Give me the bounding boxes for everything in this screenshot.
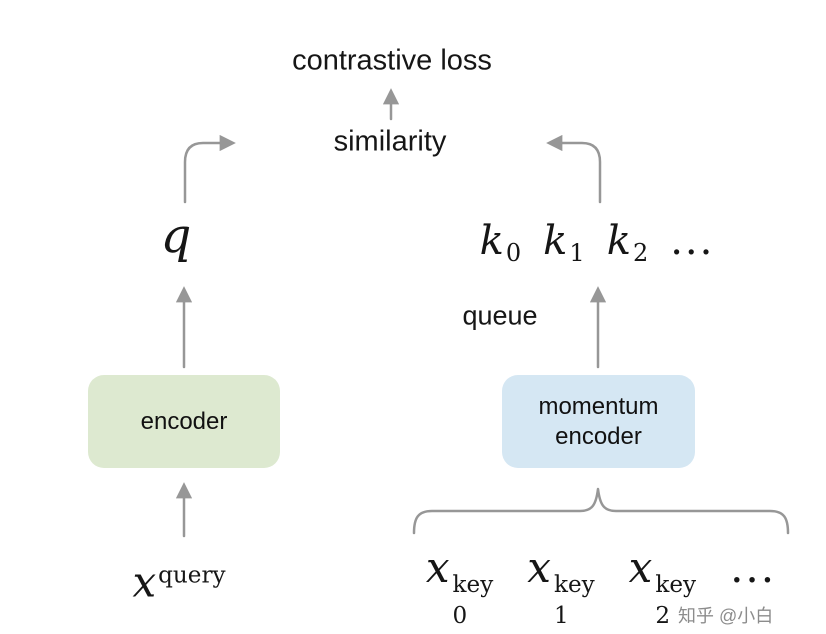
xkeys-brace bbox=[412, 487, 790, 535]
encoder-label: encoder bbox=[140, 407, 228, 435]
x-query-superscript: query bbox=[158, 562, 226, 589]
x-key-2-subscript: 2 bbox=[655, 603, 671, 630]
key-k1: k1 bbox=[543, 218, 585, 267]
momentum-encoder-box: momentum encoder bbox=[502, 375, 695, 468]
x-key-2-superscript: key bbox=[655, 572, 697, 599]
momentum-encoder-label-line2: encoder bbox=[555, 422, 642, 450]
x-key-0-base: x bbox=[425, 543, 450, 593]
x-keys-ellipsis: ... bbox=[730, 543, 777, 593]
q-variable: q bbox=[160, 208, 192, 264]
k1-subscript: 1 bbox=[569, 238, 585, 267]
keys-ellipsis: ... bbox=[670, 218, 715, 264]
x-key-0-subscript: 0 bbox=[452, 603, 468, 630]
contrastive-loss-label: contrastive loss bbox=[292, 44, 492, 77]
key-k0: k0 bbox=[479, 218, 522, 267]
key-k2: k2 bbox=[606, 218, 649, 267]
momentum-encoder-label-line1: momentum bbox=[538, 392, 659, 420]
x-query-base: x bbox=[132, 557, 157, 607]
keys-to-similarity-arrow bbox=[546, 134, 602, 204]
x-query-term: xquery bbox=[132, 558, 225, 607]
x-key-1-subscript: 1 bbox=[553, 603, 569, 630]
k2-subscript: 2 bbox=[632, 238, 649, 267]
k0-subscript: 0 bbox=[505, 238, 522, 267]
similarity-label: similarity bbox=[333, 125, 447, 158]
x-key-1-superscript: key bbox=[553, 572, 595, 599]
queue-label: queue bbox=[462, 300, 538, 331]
q-to-similarity-arrow bbox=[183, 134, 236, 204]
watermark-text: 知乎 @小白 bbox=[678, 606, 774, 626]
x-key-1-base: x bbox=[527, 543, 551, 593]
encoder-box: encoder bbox=[88, 375, 280, 468]
k2-base: k bbox=[606, 218, 631, 264]
keys-row: k0 k1 k2 ... bbox=[479, 218, 715, 267]
k0-base: k bbox=[479, 218, 504, 264]
x-key-0-superscript: key bbox=[452, 572, 494, 599]
k1-base: k bbox=[543, 218, 568, 264]
x-key-2-base: x bbox=[628, 543, 653, 593]
